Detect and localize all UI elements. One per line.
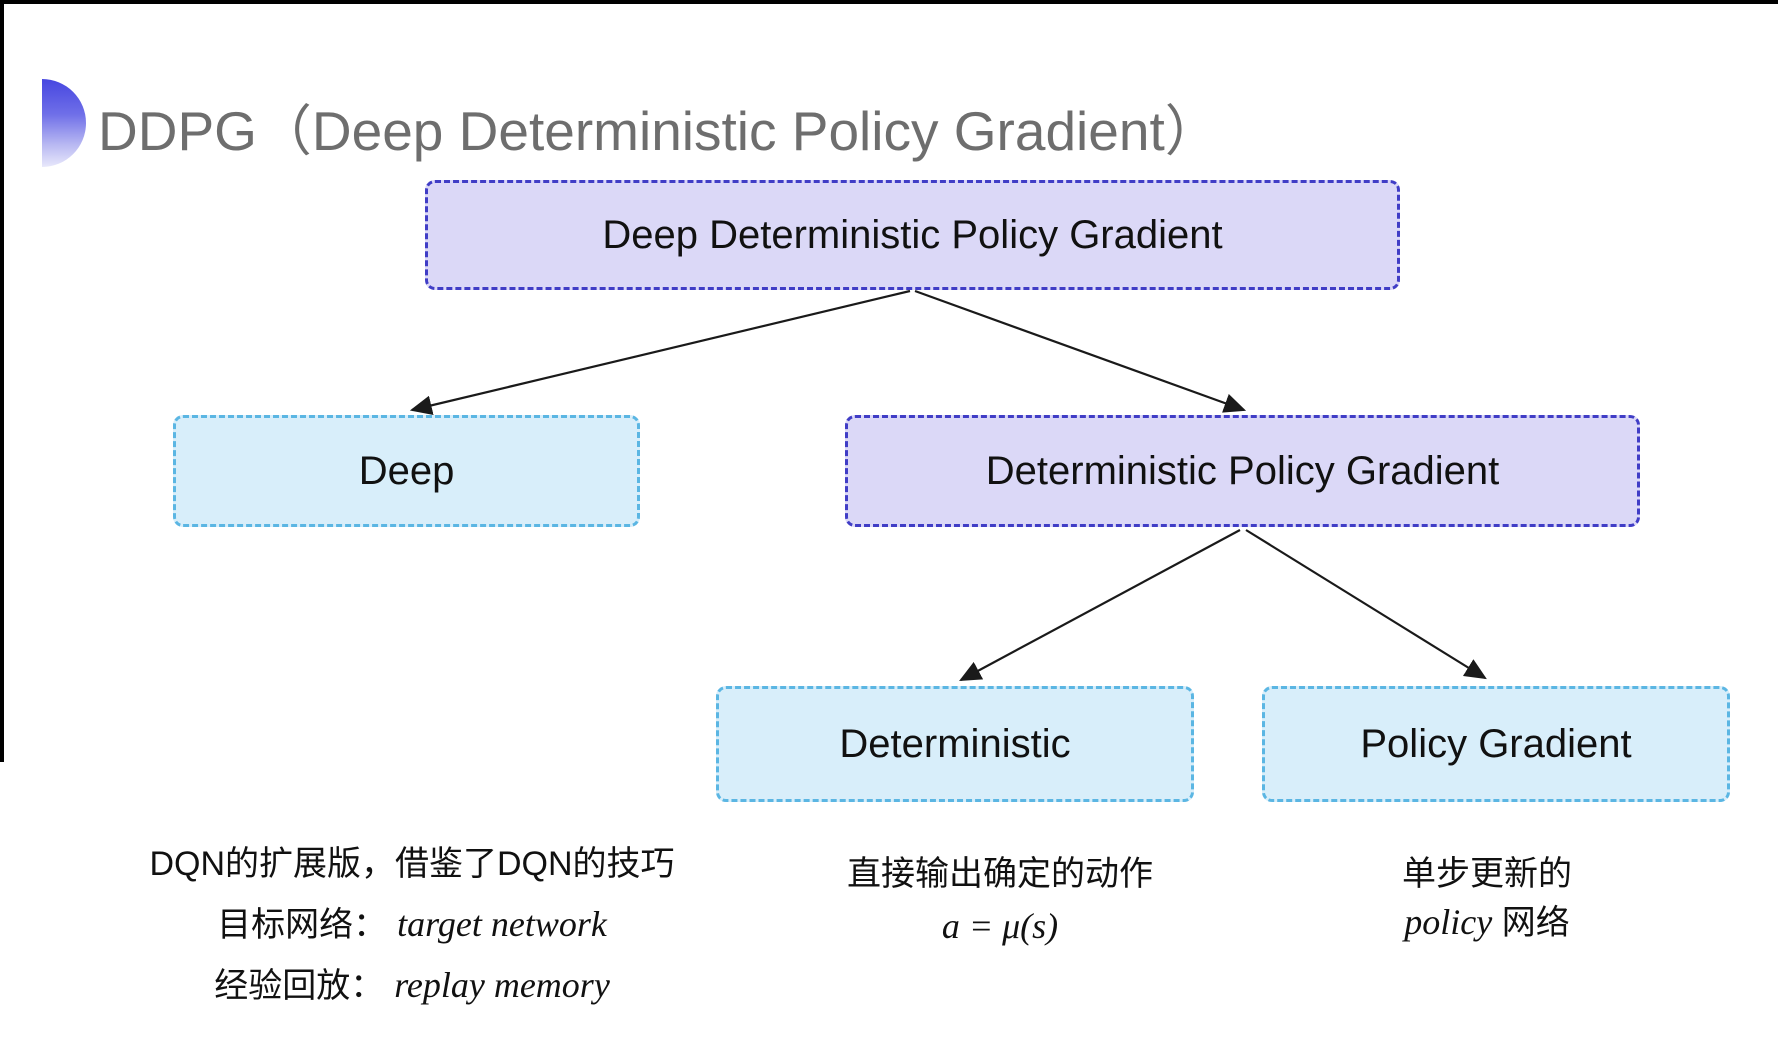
note-deep-line1: DQN的扩展版，借鉴了DQN的技巧 — [149, 845, 675, 883]
note-deep-line2: 目标网络：target network — [149, 894, 674, 955]
formula-a-mu-s: a = μ(s) — [941, 906, 1059, 946]
title-bullet-icon — [42, 79, 86, 167]
node-root-label: Deep Deterministic Policy Gradient — [602, 212, 1223, 257]
node-deterministic: Deterministic — [716, 686, 1194, 802]
node-root-ddpg: Deep Deterministic Policy Gradient — [425, 180, 1400, 290]
note-policy-gradient-line1: 单步更新的 — [1402, 855, 1572, 893]
note-policy-gradient: 单步更新的 policy 网络 — [1402, 850, 1572, 947]
note-policy-gradient-suffix: 网络 — [1492, 904, 1570, 942]
note-deep-line3: 经验回放：replay memory — [149, 955, 674, 1016]
page-title: DDPG（Deep Deterministic Policy Gradient） — [98, 100, 1220, 162]
node-policy-gradient-label: Policy Gradient — [1360, 721, 1632, 766]
node-deterministic-policy-gradient: Deterministic Policy Gradient — [845, 415, 1640, 527]
note-deep-line2-label: 目标网络： — [217, 906, 388, 944]
note-deep: DQN的扩展版，借鉴了DQN的技巧 目标网络：target network 经验… — [149, 834, 674, 1016]
node-deep-label: Deep — [358, 448, 455, 493]
note-deterministic: 直接输出确定的动作 a = μ(s) — [847, 848, 1153, 952]
slide-left-edge — [0, 0, 4, 762]
node-policy-gradient: Policy Gradient — [1262, 686, 1730, 802]
note-policy-gradient-term: policy — [1404, 902, 1493, 942]
arrow-dpg-to-policy-gradient — [1245, 529, 1487, 680]
note-deep-line2-term: target network — [397, 904, 607, 944]
note-deterministic-line1: 直接输出确定的动作 — [847, 855, 1153, 893]
arrow-root-to-dpg — [914, 289, 1247, 413]
note-deterministic-formula: a = μ(s) — [847, 900, 1153, 952]
arrow-root-to-deep — [409, 289, 911, 416]
note-policy-gradient-line2: policy 网络 — [1402, 898, 1572, 947]
node-deterministic-label: Deterministic — [839, 721, 1071, 766]
note-deep-line3-term: replay memory — [394, 965, 610, 1005]
node-dpg-label: Deterministic Policy Gradient — [985, 448, 1500, 493]
node-deep: Deep — [173, 415, 640, 527]
slide-top-edge — [0, 0, 1778, 4]
arrow-dpg-to-deterministic — [959, 529, 1241, 682]
note-deep-line3-label: 经验回放： — [214, 967, 385, 1005]
